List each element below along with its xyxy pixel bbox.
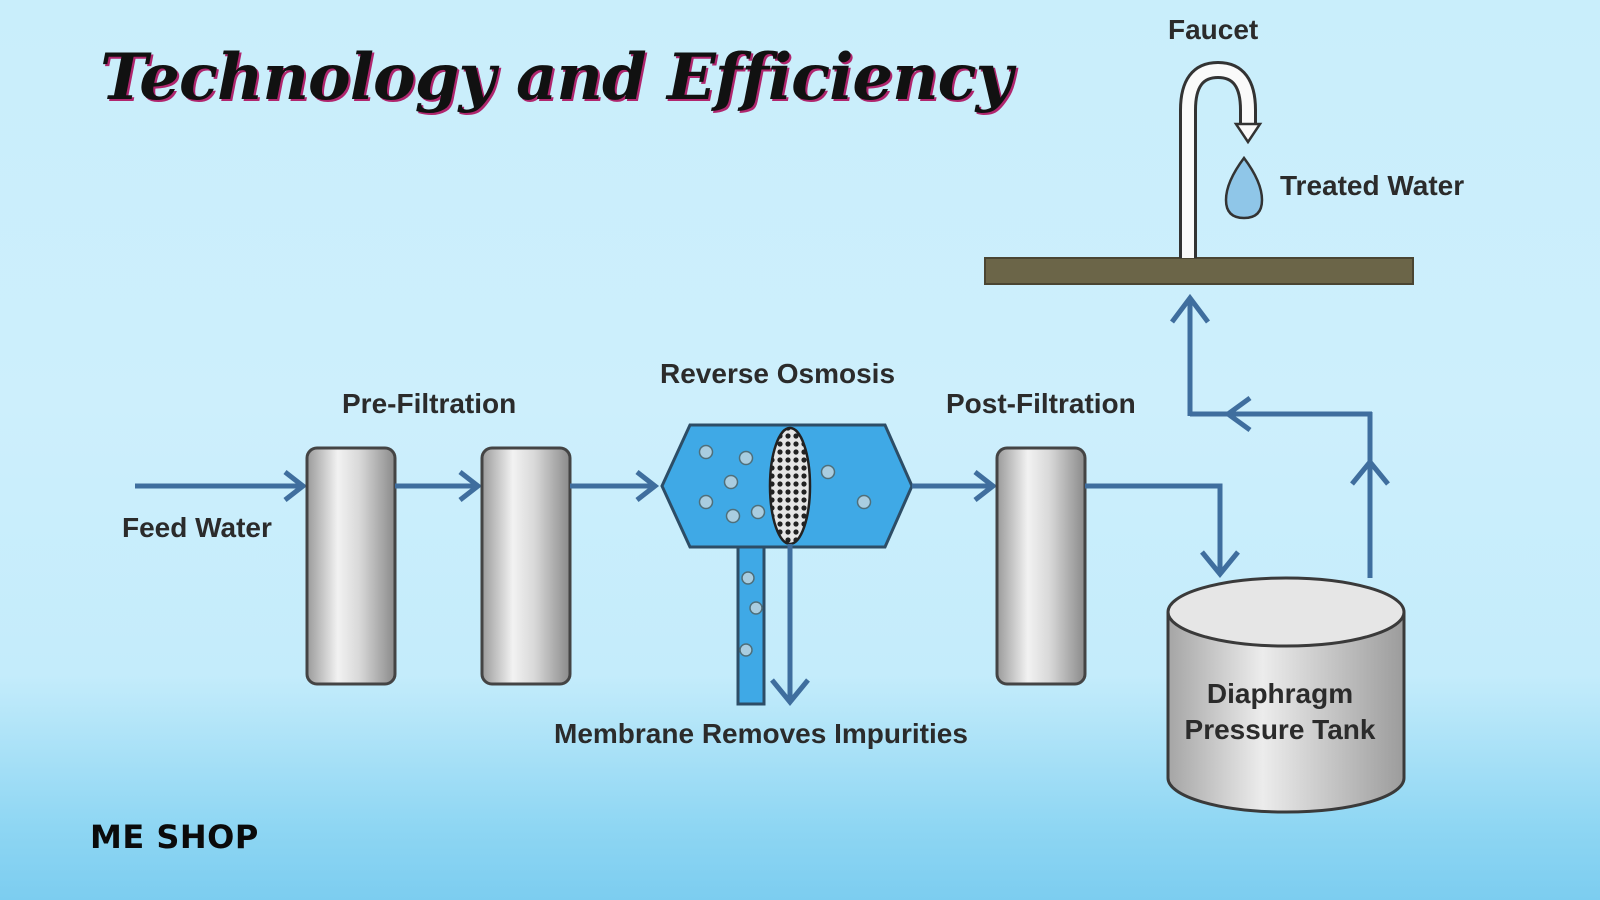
- post-filtration-label: Post-Filtration: [946, 388, 1136, 419]
- brand-logo: ME SHOP: [90, 818, 259, 856]
- feed-arrow-icon: [283, 470, 308, 502]
- arrow-icon: [458, 470, 483, 502]
- tank-inlet-arrow-icon: [1200, 550, 1240, 578]
- post-filter: [995, 446, 1087, 686]
- feed-water-label: Feed Water: [122, 512, 272, 543]
- diaphragm-pressure-tank: [1166, 612, 1406, 814]
- impurity-particles: [698, 444, 872, 524]
- ro-membrane-mesh: [768, 426, 812, 546]
- reverse-osmosis-label: Reverse Osmosis: [660, 358, 896, 389]
- tank-label: Diaphragm Pressure Tank: [1160, 676, 1400, 748]
- pre-filter-1: [305, 446, 397, 686]
- treated-water-label: Treated Water: [1280, 170, 1465, 201]
- tank-outlet-arrow-icon: [1350, 458, 1390, 486]
- water-drop-icon: [1224, 155, 1264, 220]
- tank-label-line-1: Diaphragm: [1206, 678, 1354, 709]
- pre-filter-2: [480, 446, 572, 686]
- membrane-label: Membrane Removes Impurities: [554, 718, 968, 749]
- pre-filtration-label: Pre-Filtration: [342, 388, 517, 419]
- countertop: [984, 257, 1414, 285]
- arrow-icon: [635, 470, 660, 502]
- page-title: Technology and Efficiency: [100, 40, 1013, 115]
- arrow-icon: [973, 470, 998, 502]
- tank-label-line-2: Pressure Tank: [1184, 714, 1376, 745]
- up-arrow-icon: [1170, 293, 1210, 324]
- return-arrow-icon: [1223, 395, 1252, 433]
- drain-arrow-icon: [770, 678, 810, 706]
- faucet-label: Faucet: [1168, 14, 1259, 45]
- ro-drain-pipe: [736, 545, 766, 706]
- faucet-arrow-icon: [1233, 122, 1263, 145]
